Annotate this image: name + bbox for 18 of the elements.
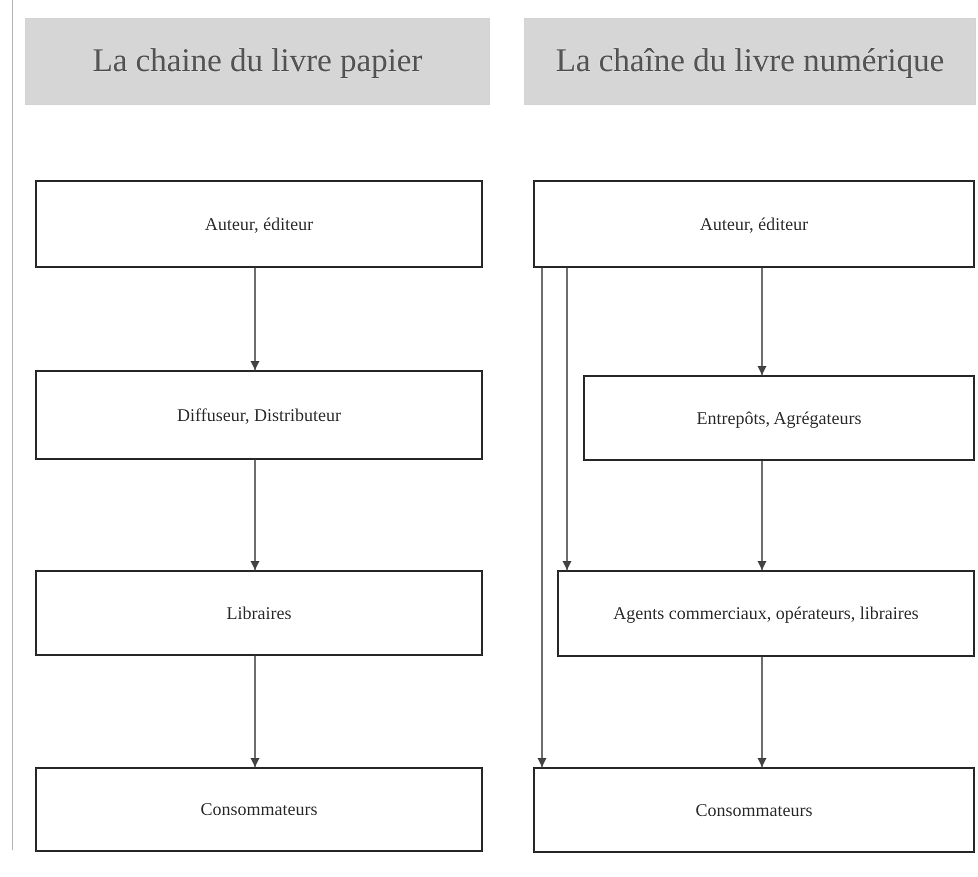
process-box: Diffuseur, Distributeur	[35, 370, 483, 460]
process-box: Consommateurs	[35, 767, 483, 852]
arrow	[250, 656, 260, 767]
arrow	[758, 268, 766, 375]
process-box: Auteur, éditeur	[35, 180, 483, 268]
process-box: Consommateurs	[533, 767, 975, 853]
process-box: Entrepôts, Agrégateurs	[583, 375, 975, 461]
arrow	[758, 657, 766, 767]
header-band: La chaîne du livre numérique	[524, 18, 976, 105]
process-box: Libraires	[35, 570, 483, 656]
header-band: La chaine du livre papier	[25, 18, 490, 105]
arrow	[250, 460, 260, 570]
arrow	[250, 268, 260, 370]
arrow	[562, 268, 572, 570]
arrow	[758, 461, 766, 570]
arrow	[538, 268, 546, 767]
process-box: Agents commerciaux, opérateurs, libraires	[557, 570, 975, 657]
process-box: Auteur, éditeur	[533, 180, 975, 268]
